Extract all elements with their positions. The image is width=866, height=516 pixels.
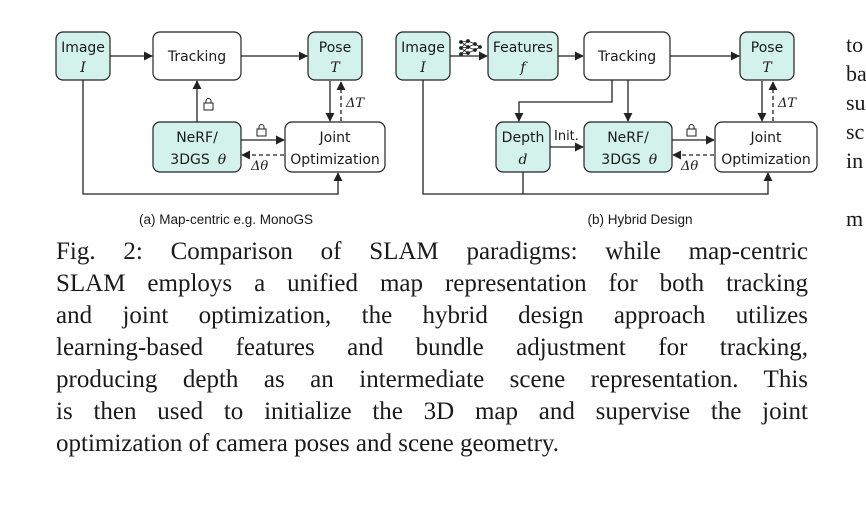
tracking-label-b: Tracking [597,49,656,65]
adjacent-column-fragment: to ba su sc in m [846,30,866,233]
features-symbol-b: f [519,60,528,76]
pose-node-b: Pose T [739,31,795,81]
caption-line: is then used to initialize the 3D map an… [56,398,808,425]
image-symbol-a: I [79,60,86,76]
map-node-a: NeRF/ 3DGS θ [152,121,242,173]
depth-node-b: Depth d [495,121,551,173]
features-node-b: Features f [487,31,559,81]
arrow-image-joint-a [82,80,343,195]
panel-a-caption: (a) Map-centric e.g. MonoGS [139,212,313,227]
arrow-image-joint-b [422,80,773,195]
map-label-1-a: NeRF/ [176,130,218,146]
caption-line: SLAM employs a unified map representatio… [56,270,808,297]
column-fragment: m [846,206,864,231]
column-fragment: in [846,148,864,173]
caption-line: optimization of camera poses and scene g… [56,430,560,457]
delta-theta-a: Δθ [250,159,268,174]
features-label-b: Features [493,40,553,56]
tracking-node-a: Tracking [152,31,242,81]
tracking-node-b: Tracking [583,31,671,81]
column-fragment [846,175,866,204]
map-symbol-a: θ [218,152,227,168]
init-label-b: Init. [554,129,579,144]
figure-caption: Fig. 2: Comparison of SLAM paradigms: wh… [56,236,808,460]
panel-a: Image I Tracking Pose T NeRF/ 3DGS θ Joi… [55,31,386,227]
panel-b-caption: (b) Hybrid Design [587,212,692,227]
lock-icon [686,124,697,137]
tracking-label-a: Tracking [167,49,226,65]
joint-node-a: Joint Optimization [284,121,386,173]
image-symbol-b: I [419,60,426,76]
joint-label-2-b: Optimization [721,152,811,168]
depth-symbol-b: d [519,152,528,168]
map-node-b: NeRF/ 3DGS θ [583,121,673,173]
lock-icon [203,98,214,111]
caption-line: Fig. 2: Comparison of SLAM paradigms: wh… [56,238,808,265]
pose-node-a: Pose T [307,31,363,81]
caption-line: and joint optimization, the hybrid desig… [56,302,808,329]
image-label-b: Image [401,40,445,56]
pose-symbol-a: T [330,60,341,76]
neural-network-icon [459,39,482,56]
map-label-2-a: 3DGS [170,152,210,168]
joint-label-1-b: Joint [750,130,782,146]
column-fragment: to [846,32,864,57]
column-fragment: su [846,90,866,115]
image-node-b: Image I [395,31,451,81]
image-node-a: Image I [55,31,111,81]
column-fragment: sc [846,119,865,144]
delta-t-a: ΔT [345,96,365,111]
lock-icon [256,124,267,137]
pose-label-b: Pose [751,40,783,56]
map-label-1-b: NeRF/ [607,130,649,146]
map-symbol-b: θ [649,152,658,168]
panel-b: Image I Features f Tracking [395,31,818,227]
delta-t-b: ΔT [777,96,797,111]
depth-label-b: Depth [502,130,545,146]
map-label-2-b: 3DGS [601,152,641,168]
caption-line: producing depth as an intermediate scene… [56,366,808,393]
caption-line: learning-based features and bundle adjus… [56,334,808,361]
pose-symbol-b: T [762,60,773,76]
joint-node-b: Joint Optimization [714,121,818,173]
image-label-a: Image [61,40,105,56]
figure-diagram: Image I Tracking Pose T NeRF/ 3DGS θ Joi… [55,31,818,227]
delta-theta-b: Δθ [680,159,698,174]
joint-label-1-a: Joint [319,130,351,146]
arrow-tracking-depth-b [514,80,613,122]
joint-label-2-a: Optimization [290,152,380,168]
pose-label-a: Pose [319,40,351,56]
column-fragment: ba [846,61,866,86]
